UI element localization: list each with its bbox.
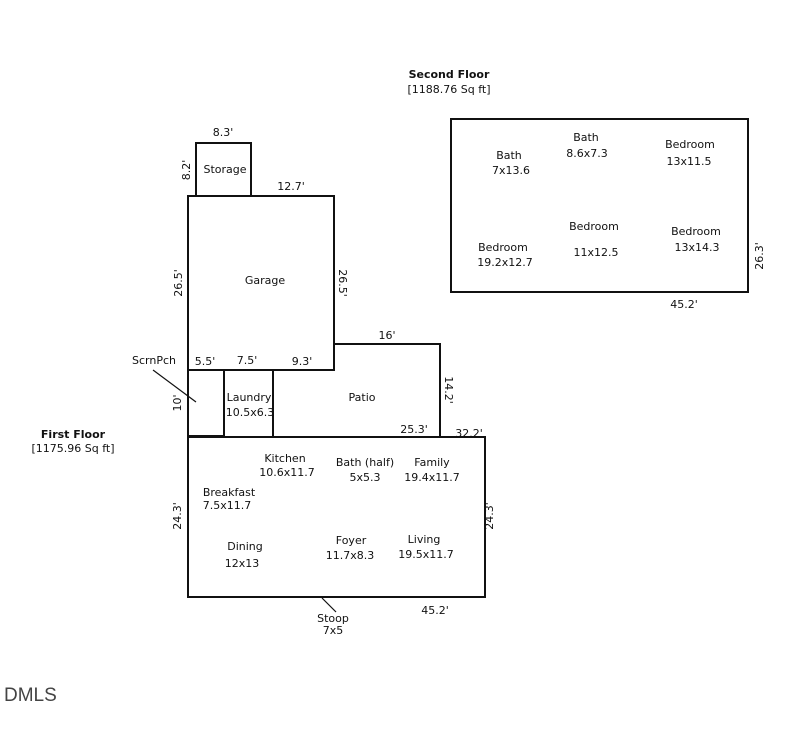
dimension-label: 24.3' [171,502,184,530]
room-label: Bath (half) [336,456,394,469]
room-label: ScrnPch [132,354,176,367]
dimension-label: 45.2' [421,604,449,617]
room-size: 19.5x11.7 [398,548,454,561]
room-label: Storage [203,163,246,176]
room-size: 7.5x11.7 [203,499,252,512]
room-size: 7x5 [323,624,344,637]
room-size: 8.6x7.3 [566,147,608,160]
room-label: Laundry [227,391,272,404]
second-floor-title: Second Floor [409,68,490,81]
room-label: Living [408,533,441,546]
room-label: Garage [245,274,286,287]
dimension-label: 10' [171,394,184,411]
room-size: 7x13.6 [492,164,530,177]
dimension-label: 24.3' [483,502,496,530]
room-label: Foyer [336,534,367,547]
room-size: 13x14.3 [675,241,720,254]
screened-porch-leader [152,369,197,403]
main-house-outline [187,436,486,598]
room-size: 10.5x6.3 [226,406,275,419]
screened-porch-outline [187,369,225,437]
first-floor-title: First Floor [41,428,106,441]
dimension-label: 26.3' [753,242,766,270]
room-size: 19.2x12.7 [477,256,533,269]
dimension-label: 9.3' [292,355,313,368]
dimension-label: 32.2' [455,427,483,440]
room-size: 13x11.5 [667,155,712,168]
dimension-label: 45.2' [670,298,698,311]
dimension-label: 25.3' [400,423,428,436]
stoop-leader [321,597,337,613]
dimension-label: 12.7' [277,180,305,193]
dimension-label: 26.5' [336,269,349,297]
room-label: Patio [349,391,376,404]
room-label: Dining [227,540,263,553]
room-label: Kitchen [264,452,305,465]
second-floor-area: [1188.76 Sq ft] [407,83,490,96]
room-size: 11x12.5 [574,246,619,259]
dimension-label: 14.2' [442,376,455,404]
patio-outline [272,343,441,438]
room-label: Bedroom [569,220,619,233]
room-size: 19.4x11.7 [404,471,460,484]
room-label: Bedroom [478,241,528,254]
room-size: 12x13 [225,557,260,570]
room-label: Stoop [317,612,349,625]
room-size: 10.6x11.7 [259,466,315,479]
dimension-label: 26.5' [172,269,185,297]
room-label: Breakfast [203,486,256,499]
first-floor-area: [1175.96 Sq ft] [31,442,114,455]
dimension-label: 5.5' [195,355,216,368]
room-size: 11.7x8.3 [326,549,375,562]
dimension-label: 8.2' [180,160,193,181]
second-floor-outline [450,118,749,293]
room-label: Bath [573,131,599,144]
room-size: 5x5.3 [349,471,380,484]
dimension-label: 16' [378,329,395,342]
room-label: Bedroom [671,225,721,238]
room-label: Family [414,456,450,469]
room-label: Bath [496,149,522,162]
dmls-watermark: DMLS [4,685,57,706]
dimension-label: 8.3' [213,126,234,139]
room-label: Bedroom [665,138,715,151]
dimension-label: 7.5' [237,354,258,367]
garage-outline [187,195,335,371]
